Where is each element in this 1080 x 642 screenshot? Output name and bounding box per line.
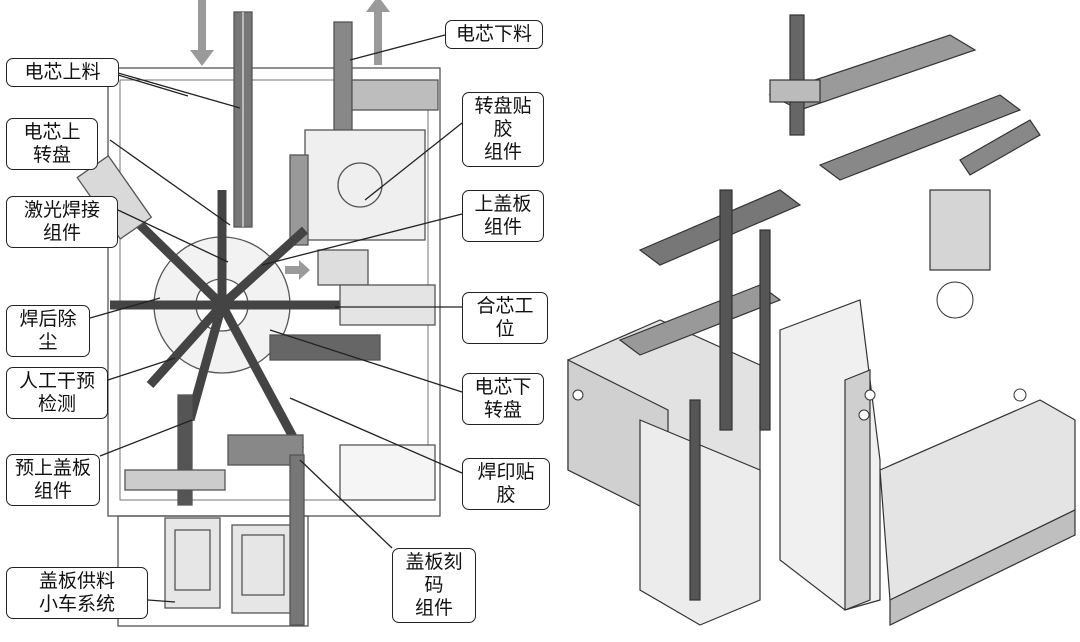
callout-turntable-taping: 转盘贴胶 组件 — [462, 92, 544, 167]
callout-cover-laser-coding: 盖板刻码 组件 — [392, 548, 476, 623]
machine-top-view-drawing — [76, 0, 463, 627]
callout-cell-loading: 电芯上料 — [6, 58, 119, 87]
callout-post-weld-dust-removal: 焊后除尘 — [6, 305, 90, 357]
callout-cover-supply-cart: 盖板供料 小车系统 — [6, 567, 148, 619]
callout-laser-welding: 激光焊接 组件 — [6, 196, 118, 248]
callout-pre-top-cover: 预上盖板 组件 — [6, 454, 100, 506]
callout-cell-combining-station: 合芯工位 — [462, 292, 548, 344]
callout-cell-unloading: 电芯下料 — [445, 20, 543, 49]
machine-isometric-view — [567, 14, 1076, 626]
callout-cell-upper-turntable: 电芯上 转盘 — [6, 118, 98, 170]
callout-cell-lower-turntable: 电芯下 转盘 — [462, 373, 544, 425]
callout-top-cover: 上盖板 组件 — [462, 190, 544, 242]
callout-weld-mark-taping: 焊印贴胶 — [462, 458, 550, 510]
callout-manual-dry-precheck: 人工干预 检测 — [6, 367, 108, 419]
